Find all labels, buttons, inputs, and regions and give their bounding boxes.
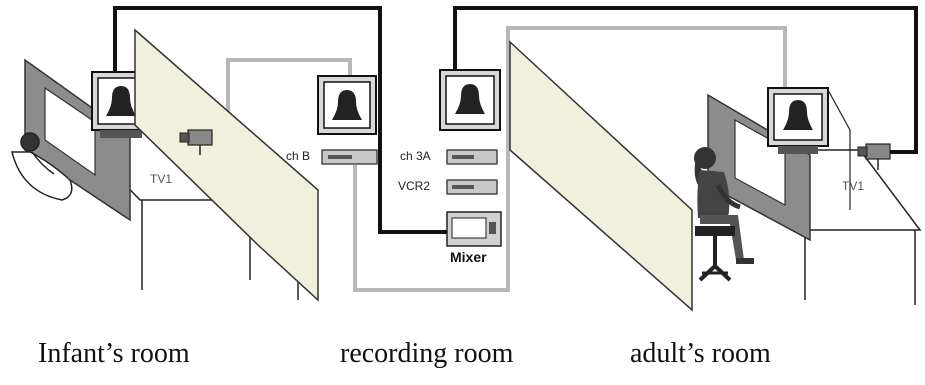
mixer-panel: [451, 217, 487, 239]
caption-infant-room: Infant’s room: [38, 338, 190, 369]
adult-tv-base: [778, 146, 818, 154]
tv-adult-label: TV1: [842, 179, 864, 193]
adult-partition: [509, 40, 693, 312]
camera-lens: [857, 146, 868, 157]
face-on-screen: [455, 84, 485, 114]
mixer-label: Mixer: [450, 249, 487, 265]
face-on-screen: [783, 100, 813, 130]
camera-body: [865, 143, 891, 160]
mixer-knob: [489, 222, 496, 234]
caption-adult-room: adult’s room: [630, 338, 771, 369]
adult-legs: [700, 215, 744, 260]
camera-lens: [179, 132, 190, 143]
adult-head: [694, 147, 716, 169]
face-on-screen: [332, 90, 362, 120]
vcr-a-label: ch 3A: [400, 149, 431, 163]
black-cables: [113, 6, 918, 234]
infant-camera: [179, 129, 213, 155]
adult-feet: [736, 258, 754, 264]
adult-tv-frame: [827, 89, 851, 210]
cable-mixer-to-tv-adult: [506, 26, 787, 270]
cable-camera-adult-to-recording: [453, 6, 918, 154]
infant-seat: [11, 151, 73, 201]
infant-tv-base: [100, 130, 142, 138]
vcr-b-slot: [328, 155, 352, 159]
vcr-2-slot: [452, 185, 474, 189]
adult-arm: [715, 183, 741, 210]
camera-body: [187, 129, 213, 146]
cable-vcr-to-mixer: [353, 165, 510, 292]
adult-figure: [694, 147, 754, 282]
stool-seat: [695, 226, 735, 236]
caption-recording-room: recording room: [340, 338, 514, 369]
infant-body: [31, 151, 55, 175]
infant-partition: [134, 28, 319, 302]
vcr-2-label: VCR2: [398, 179, 430, 193]
cable-tv-infant-to-mixer: [113, 6, 452, 234]
recording-room: ch B ch 3A VCR2 Mixer: [286, 69, 502, 265]
tv-infant-label: TV1: [150, 172, 172, 186]
infant-figure: [11, 132, 73, 201]
stool-base: [698, 263, 732, 282]
infant-panel-window: [44, 86, 96, 177]
adult-torso: [697, 170, 730, 218]
adult-camera: [857, 143, 891, 170]
infant-head: [20, 132, 40, 152]
face-on-screen: [106, 86, 136, 116]
vcr-a-slot: [452, 155, 474, 159]
infant-room: TV1: [11, 28, 319, 302]
adult-room: TV1: [509, 40, 922, 312]
vcr-b-label: ch B: [286, 149, 310, 163]
